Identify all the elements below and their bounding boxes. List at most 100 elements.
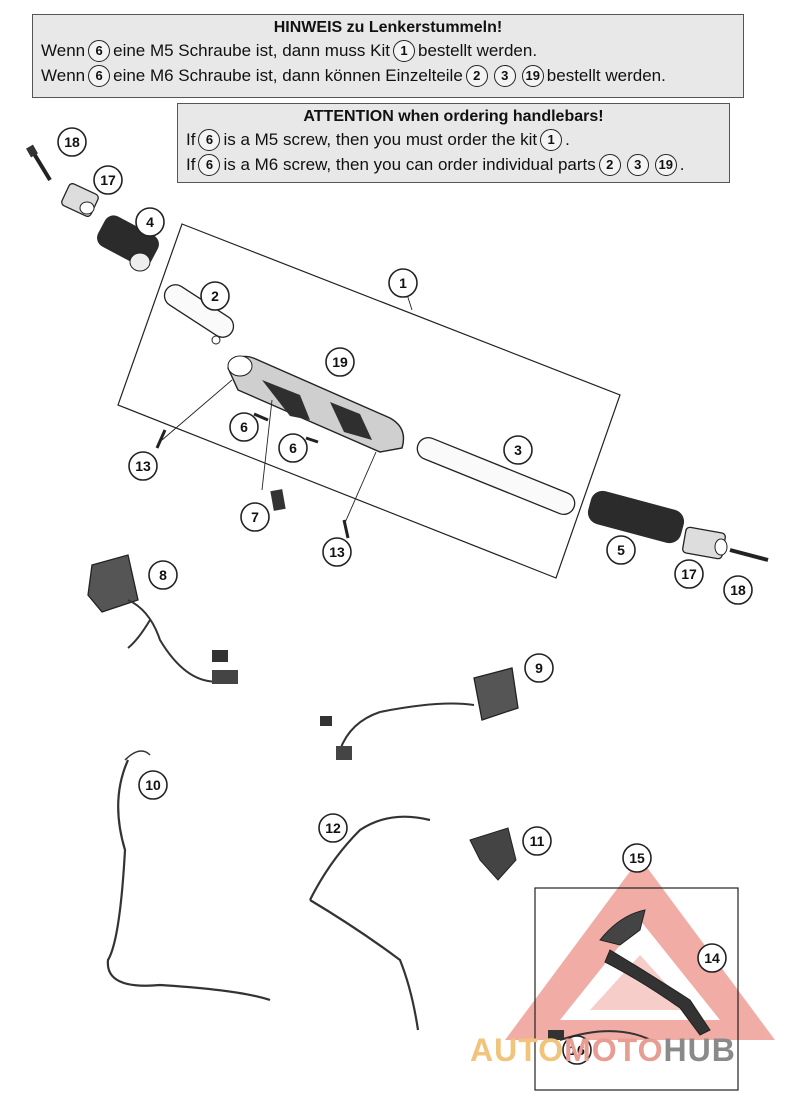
text: .: [679, 155, 685, 174]
notice-german-title: HINWEIS zu Lenkerstummeln!: [273, 19, 503, 36]
callout-label: 16: [569, 1042, 585, 1058]
bar-end-weight: [61, 183, 99, 217]
screw-7: [270, 489, 286, 511]
callout-13: 13: [322, 537, 352, 567]
part-ref: 6: [88, 65, 111, 87]
text: Wenn: [41, 41, 86, 60]
callout-label: 6: [289, 440, 297, 456]
bolt-part-right: [729, 548, 769, 562]
text: If: [186, 130, 196, 149]
callout-label: 2: [211, 288, 219, 304]
part-ref: 1: [392, 40, 415, 62]
callout-17: 17: [93, 165, 123, 195]
kit-outline: [117, 223, 621, 579]
callout-8: 8: [148, 560, 178, 590]
text: bestellt werden.: [417, 41, 538, 60]
callout-13: 13: [128, 451, 158, 481]
part-ref: 19: [654, 154, 677, 176]
callout-4: 4: [135, 207, 165, 237]
callout-11: 11: [522, 826, 552, 856]
left-switch: [87, 554, 238, 684]
callout-label: 12: [325, 820, 341, 836]
callout-label: 17: [100, 172, 116, 188]
callout-label: 10: [145, 777, 161, 793]
part-ref: 19: [521, 65, 544, 87]
text: bestellt werden.: [546, 66, 666, 85]
callout-12: 12: [318, 813, 348, 843]
notice-german: HINWEIS zu Lenkerstummeln! Wenn 6 eine M…: [32, 14, 744, 98]
notice-english-line1: If 6 is a M5 screw, then you must order …: [186, 129, 729, 151]
handlebar-tube-left: [163, 284, 235, 345]
leader-lines: [161, 284, 413, 526]
callout-label: 17: [681, 566, 697, 582]
part-ref: 6: [88, 40, 111, 62]
callout-label: 19: [332, 354, 348, 370]
text: is a M5 screw, then you must order the k…: [223, 130, 538, 149]
watermark-part: HUB: [663, 1032, 736, 1068]
right-switch: [320, 667, 519, 760]
callout-label: 6: [240, 419, 248, 435]
bar-end-weight-right: [682, 526, 728, 560]
part-ref: 1: [540, 129, 563, 151]
callout-10: 10: [138, 770, 168, 800]
text: eine M5 Schraube ist, dann muss Kit: [113, 41, 390, 60]
callout-label: 11: [530, 833, 545, 849]
text: is a M6 screw, then you can order indivi…: [223, 155, 596, 174]
part-ref: 3: [626, 154, 649, 176]
callout-7: 7: [240, 502, 270, 532]
text: eine M6 Schraube ist, dann können Einzel…: [113, 66, 463, 85]
screw-13-left: [155, 429, 167, 449]
notice-english: ATTENTION when ordering handlebars! If 6…: [177, 103, 730, 183]
lever-kit-outline: [534, 887, 739, 1091]
cable-cover-11: [469, 827, 517, 881]
callout-label: 13: [135, 458, 151, 474]
handlebar-clamp: [227, 355, 405, 453]
callout-label: 18: [730, 582, 746, 598]
callout-label: 7: [251, 509, 259, 525]
callout-label: 18: [64, 134, 80, 150]
watermark-triangle: [505, 858, 775, 1040]
callout-label: 15: [629, 850, 645, 866]
handlebar-tube-right: [416, 437, 576, 515]
watermark-text: AUTOMOTOHUB: [470, 1032, 736, 1069]
callout-label: 5: [617, 542, 625, 558]
callout-6: 6: [278, 433, 308, 463]
callout-5: 5: [606, 535, 636, 565]
callout-17: 17: [674, 559, 704, 589]
callout-15: 15: [622, 843, 652, 873]
watermark-part: MOTO: [564, 1032, 664, 1068]
callout-6: 6: [229, 412, 259, 442]
callout-label: 14: [704, 950, 720, 966]
notice-english-title: ATTENTION when ordering handlebars!: [303, 108, 604, 125]
callout-16: 16: [562, 1035, 592, 1065]
bolt-part: [26, 144, 52, 182]
callout-label: 9: [535, 660, 543, 676]
text: .: [565, 130, 570, 149]
callout-19: 19: [325, 347, 355, 377]
callout-label: 4: [146, 214, 154, 230]
part-ref: 2: [465, 65, 488, 87]
cable-10-end: [124, 750, 151, 761]
text: If: [186, 155, 196, 174]
callout-label: 13: [329, 544, 345, 560]
text: Wenn: [41, 66, 86, 85]
clutch-lever: [548, 909, 711, 1046]
part-ref: 6: [198, 129, 221, 151]
part-ref: 2: [598, 154, 621, 176]
part-ref: 3: [493, 65, 516, 87]
screw-6: [253, 412, 269, 422]
callout-1: 1: [388, 268, 418, 298]
cable-10: [106, 759, 271, 1002]
watermark-part: AUTO: [470, 1032, 565, 1068]
notice-english-line2: If 6 is a M6 screw, then you can order i…: [186, 154, 729, 176]
part-ref: 6: [198, 154, 221, 176]
notice-german-line2: Wenn 6 eine M6 Schraube ist, dann können…: [41, 65, 743, 87]
callout-2: 2: [200, 281, 230, 311]
callout-9: 9: [524, 653, 554, 683]
callout-label: 1: [399, 275, 407, 291]
callout-18: 18: [723, 575, 753, 605]
callout-label: 8: [159, 567, 167, 583]
callout-3: 3: [503, 435, 533, 465]
